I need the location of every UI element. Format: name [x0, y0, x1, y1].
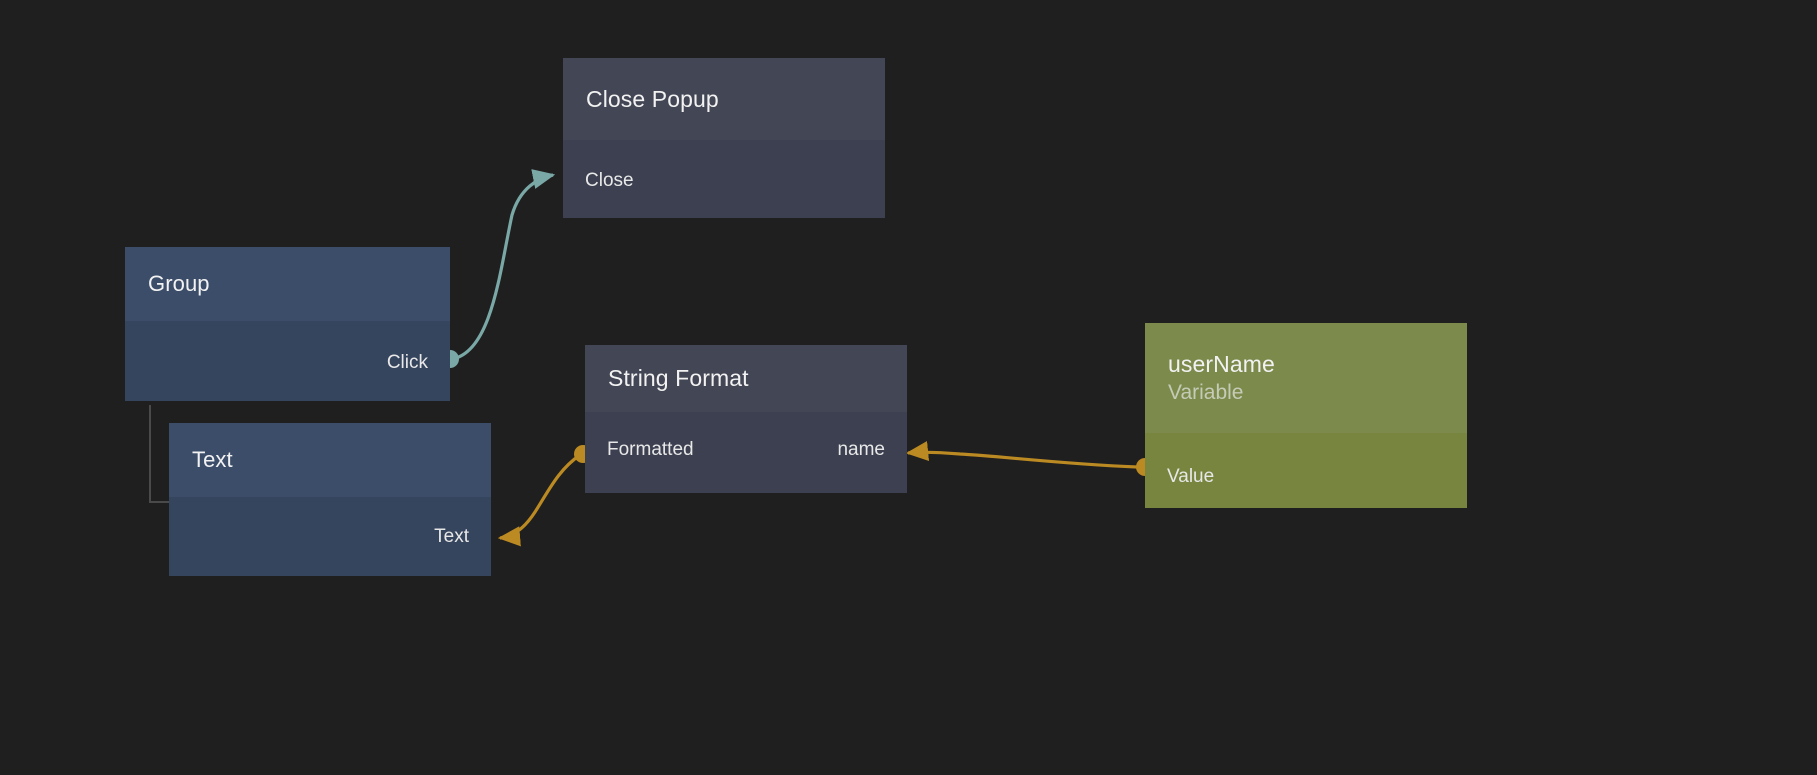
node-header-string-format[interactable]: String Format — [585, 345, 907, 412]
node-group[interactable]: Group Click — [125, 247, 450, 401]
port-row-close[interactable]: Close — [563, 166, 885, 196]
node-body-username-variable: Value — [1145, 433, 1467, 508]
node-title-text: Text — [192, 447, 233, 472]
port-row-formatted[interactable]: Formatted name — [585, 435, 907, 465]
port-label-click: Click — [386, 352, 428, 373]
node-body-close-popup: Close — [563, 140, 885, 218]
port-row-text[interactable]: Text — [169, 522, 491, 552]
node-body-group: Click — [125, 321, 450, 401]
node-title-close-popup: Close Popup — [586, 85, 719, 112]
port-row-value[interactable]: Value — [1145, 462, 1467, 492]
port-row-click[interactable]: Click — [125, 348, 450, 378]
node-text[interactable]: Text Text — [169, 423, 491, 576]
port-label-value: Value — [1167, 466, 1215, 487]
port-label-close: Close — [585, 170, 634, 191]
node-subtitle-variable: Variable — [1168, 381, 1244, 404]
node-close-popup[interactable]: Close Popup Close — [563, 58, 885, 218]
node-header-text[interactable]: Text — [169, 423, 491, 497]
port-label-text: Text — [434, 526, 469, 547]
node-title-string-format: String Format — [608, 365, 749, 391]
node-string-format[interactable]: String Format Formatted name — [585, 345, 907, 493]
node-title-username: userName — [1168, 351, 1275, 377]
port-label-name: name — [837, 439, 885, 460]
port-label-formatted: Formatted — [607, 439, 694, 460]
node-header-username-variable[interactable]: userName Variable — [1145, 323, 1467, 433]
connection-formatted-to-text[interactable] — [497, 445, 592, 547]
hierarchy-bracket-group-text — [149, 405, 173, 503]
node-header-group[interactable]: Group — [125, 247, 450, 321]
node-title-group: Group — [148, 271, 210, 296]
node-header-close-popup[interactable]: Close Popup — [563, 58, 885, 140]
connection-click-to-close[interactable] — [441, 169, 556, 368]
node-username-variable[interactable]: userName Variable Value — [1145, 323, 1467, 508]
node-body-text: Text — [169, 497, 491, 576]
connection-value-to-name[interactable] — [905, 440, 1154, 476]
node-body-string-format: Formatted name — [585, 412, 907, 493]
